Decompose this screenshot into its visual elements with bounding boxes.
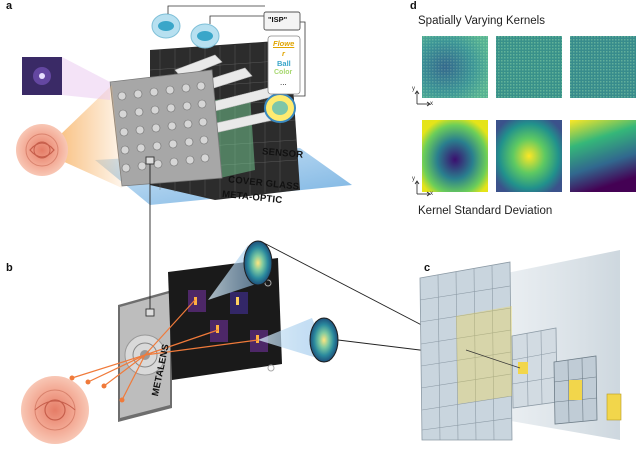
panel-label-d: d bbox=[410, 0, 417, 12]
output-word-3: Ball bbox=[277, 59, 291, 68]
psf-inset bbox=[22, 57, 110, 100]
rose-object-a bbox=[16, 124, 68, 176]
isp-connection-line bbox=[167, 5, 265, 14]
cnn-projection-line bbox=[465, 349, 521, 369]
axis-y-top: y bbox=[412, 86, 415, 92]
axis-arrows-bottom bbox=[414, 180, 431, 197]
panel-label-a: a bbox=[6, 0, 13, 12]
output-word-1: Flowe bbox=[273, 39, 295, 48]
axis-y-bottom: y bbox=[412, 176, 415, 182]
laser-rays bbox=[71, 299, 259, 401]
kernel-map-2 bbox=[496, 36, 562, 98]
sensor-strip-psfs bbox=[188, 279, 275, 372]
std-title: Kernel Standard Deviation bbox=[418, 205, 553, 217]
kernels-title: Spatially Varying Kernels bbox=[418, 15, 545, 27]
panel-b bbox=[21, 240, 339, 444]
zoom-lens-top bbox=[243, 240, 273, 286]
zoom-lens-bottom bbox=[309, 317, 339, 363]
isp-connection-line-2 bbox=[209, 15, 265, 24]
std-map-3 bbox=[570, 120, 636, 192]
sensor-readout-images bbox=[151, 13, 296, 123]
kernel-map-3-shade bbox=[570, 36, 636, 98]
output-ellipsis: ... bbox=[280, 78, 287, 87]
panel-c bbox=[419, 250, 622, 441]
panel-label-b: b bbox=[6, 262, 13, 274]
std-map-1 bbox=[422, 120, 488, 192]
std-map-2 bbox=[496, 120, 562, 192]
panel-label-c: c bbox=[424, 262, 431, 274]
output-word-2: r bbox=[282, 49, 285, 58]
isp-box bbox=[263, 11, 301, 31]
cnn-small-grid bbox=[553, 355, 622, 425]
panel-a bbox=[16, 5, 352, 205]
laser-points bbox=[69, 375, 125, 403]
axis-arrows-top bbox=[414, 90, 431, 107]
kernel-map-3 bbox=[570, 36, 636, 98]
cover-glass-glow bbox=[215, 95, 255, 178]
cnn-input-grid bbox=[419, 261, 513, 441]
output-label-box bbox=[267, 35, 301, 95]
axis-x-bottom: x bbox=[430, 191, 433, 197]
isp-label: "ISP" bbox=[268, 15, 288, 24]
incoming-light-beam bbox=[60, 85, 122, 188]
output-word-4: Color bbox=[274, 69, 293, 76]
rose-object-b bbox=[21, 376, 89, 444]
panel-d bbox=[414, 36, 636, 197]
cnn-mid-grid bbox=[511, 327, 558, 409]
kernel-map-1-shade bbox=[422, 36, 488, 98]
axis-x-top: x bbox=[430, 101, 433, 107]
kernel-map-2-shade bbox=[496, 36, 562, 98]
meta-optic-lenslets bbox=[117, 81, 210, 173]
